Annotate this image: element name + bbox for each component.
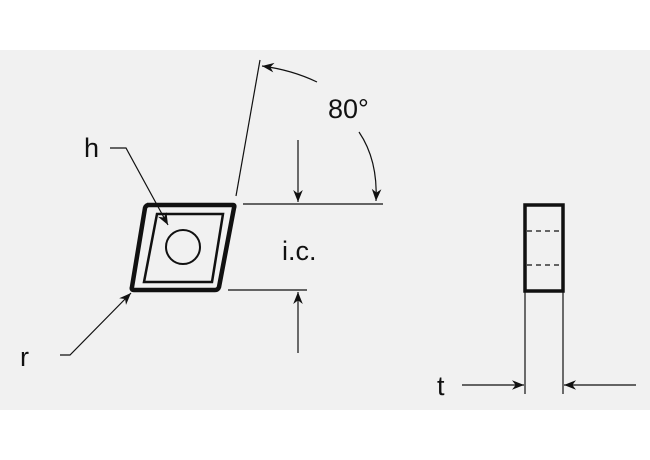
ic-label: i.c. — [282, 236, 317, 266]
thickness-label: t — [437, 371, 445, 401]
hole-circle — [165, 229, 201, 265]
hole-label: h — [84, 133, 99, 163]
angle-label: 80° — [328, 94, 369, 124]
angle-arc-lower — [358, 131, 382, 202]
diagram-background — [0, 50, 650, 410]
side-view-insert — [523, 203, 565, 293]
angle-extension-line — [235, 59, 261, 197]
insert-inner-outline — [142, 212, 225, 284]
angle-arc-upper — [261, 62, 318, 83]
radius-label: r — [20, 342, 29, 372]
insert-outline — [129, 202, 237, 293]
hole-leader — [110, 147, 169, 226]
radius-leader — [60, 292, 132, 356]
